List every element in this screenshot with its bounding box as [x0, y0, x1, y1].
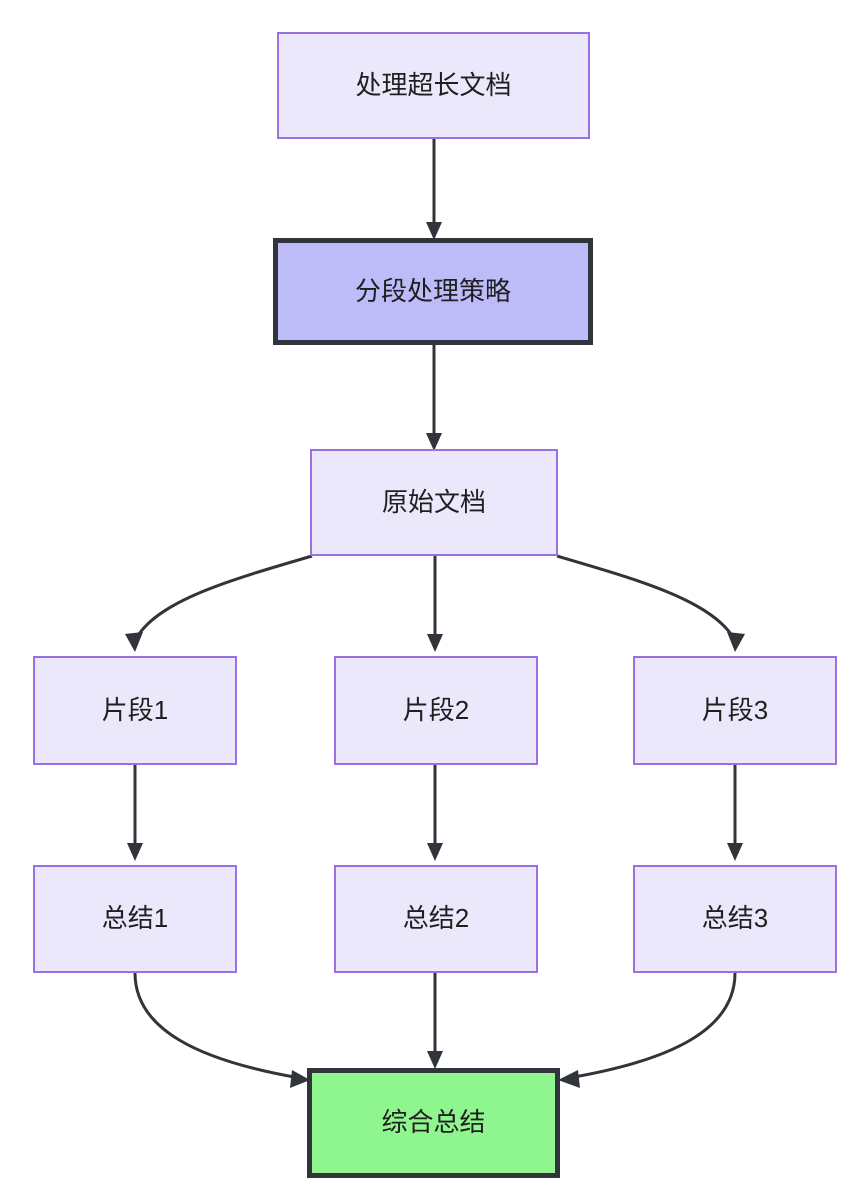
node-label: 片段1	[101, 694, 169, 725]
node-fragment-1[interactable]: 片段1	[33, 656, 237, 765]
node-summary-2[interactable]: 总结2	[334, 865, 538, 973]
arrow-head-n8-n10	[427, 1051, 443, 1069]
arrow-head-n4-n7	[127, 843, 143, 861]
arrow-head-n3-n6	[727, 632, 745, 652]
arrow-head-n5-n8	[427, 843, 443, 861]
node-label: 片段2	[402, 694, 470, 725]
node-label: 处理超长文档	[355, 69, 512, 100]
node-label: 片段3	[701, 694, 769, 725]
node-final-summary[interactable]: 综合总结	[307, 1068, 560, 1178]
node-chunking-strategy[interactable]: 分段处理策略	[273, 238, 593, 345]
node-label: 总结1	[101, 903, 169, 934]
arrow-head-n3-n5	[427, 634, 443, 652]
node-summary-3[interactable]: 总结3	[633, 865, 837, 973]
edge-n7-n10	[133, 972, 295, 1079]
edge-n9-n10	[573, 972, 737, 1079]
node-label: 总结3	[701, 903, 769, 934]
arrow-head-n9-n10	[558, 1070, 580, 1088]
node-label: 总结2	[402, 903, 470, 934]
arrow-head-n6-n9	[727, 843, 743, 861]
node-summary-1[interactable]: 总结1	[33, 865, 237, 973]
arrow-head-n3-n4	[125, 632, 143, 652]
node-original-document[interactable]: 原始文档	[310, 449, 558, 556]
node-label: 综合总结	[381, 1107, 486, 1138]
node-label: 原始文档	[381, 486, 486, 517]
node-process-long-document[interactable]: 处理超长文档	[277, 32, 590, 139]
node-fragment-2[interactable]: 片段2	[334, 656, 538, 765]
edge-n3-n6	[556, 554, 735, 638]
edge-n3-n4	[135, 554, 313, 638]
node-fragment-3[interactable]: 片段3	[633, 656, 837, 765]
node-label: 分段处理策略	[354, 275, 511, 306]
